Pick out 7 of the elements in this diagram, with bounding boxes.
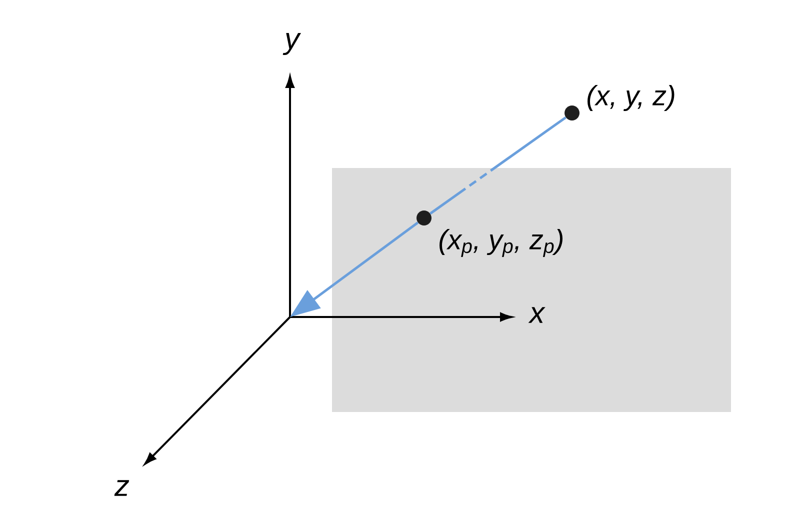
point-label: (x$_{p}$, y$_{p}$, z$_{p}$) <box>440 228 562 258</box>
axis-label: y <box>282 32 302 56</box>
point-dot <box>564 106 580 120</box>
axis-label: x <box>528 307 546 323</box>
point-label: (x, y, z) <box>588 84 674 112</box>
axis-label: z <box>114 480 130 496</box>
point-dot <box>416 210 432 226</box>
